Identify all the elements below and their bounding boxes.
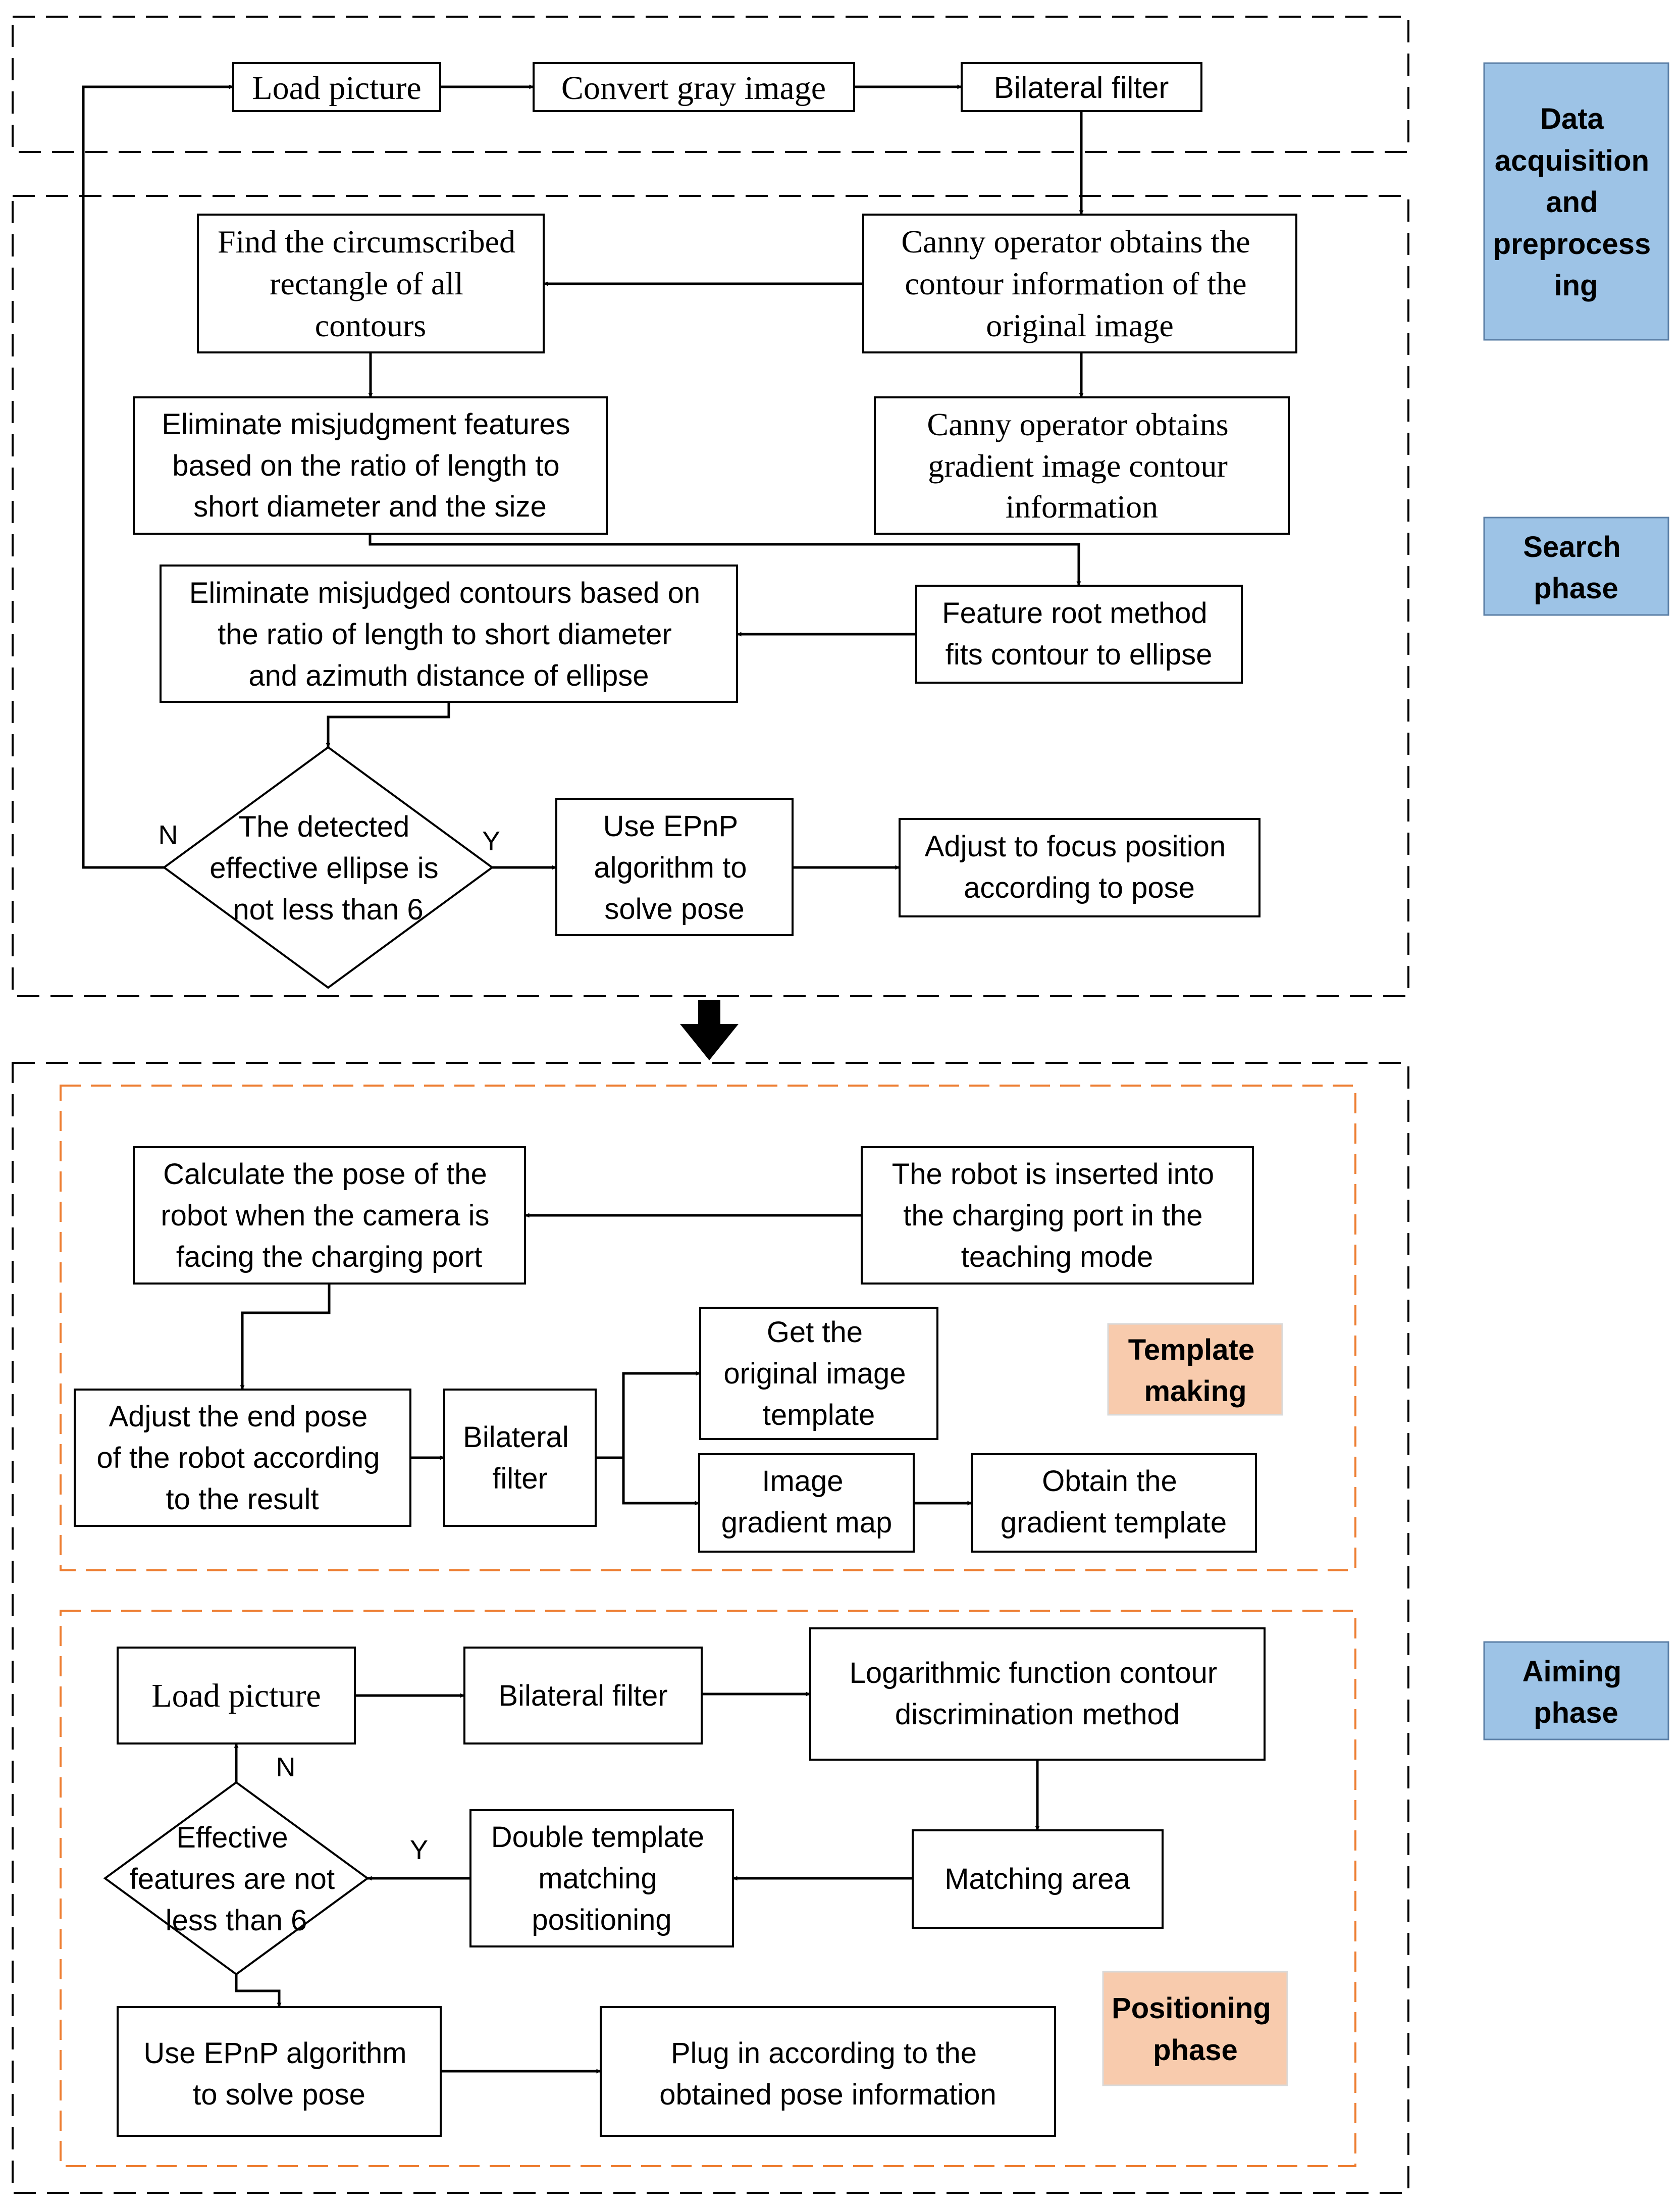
bilateral-filter-3-label: Bilateral filter: [498, 1679, 667, 1712]
edge-label-y2: Y: [410, 1835, 428, 1865]
canny-gradient-node: [874, 396, 1290, 535]
bilateral-filter-3-node: [463, 1647, 703, 1745]
bilateral-filter-2-node: [443, 1389, 597, 1527]
find-rect-label: Find the circumscribed rectangle of all …: [218, 224, 523, 343]
canny-contour-node: [862, 214, 1297, 353]
double-template-label: Double template matching positioning: [491, 1821, 713, 1936]
matching-area-label: Matching area: [944, 1863, 1130, 1895]
phase-label-data-acquisition: Data acquisition and preprocess ing: [1483, 62, 1669, 341]
plug-in-node: [600, 2006, 1056, 2137]
svg-text:Template making: Template making: [1128, 1333, 1263, 1408]
epnp-label: Use EPnP algorithm to solve pose: [594, 810, 755, 926]
svg-text:Positioning phase: Positioning phase: [1112, 1992, 1279, 2067]
epnp-node: [555, 798, 794, 936]
adjust-focus-node: [899, 818, 1261, 917]
feature-root-label: Feature root method fits contour to elli…: [942, 597, 1216, 671]
orig-template-label: Get the original image template: [723, 1316, 914, 1431]
decision-ellipse-label: The detected effective ellipse is not le…: [209, 810, 447, 926]
transition-arrow: [680, 1000, 739, 1060]
template-making-region: [60, 1085, 1356, 1571]
canny-contour-label: Canny operator obtains the contour infor…: [901, 224, 1258, 343]
canny-gradient-label: Canny operator obtains gradient image co…: [927, 406, 1236, 525]
phase-label-template-making: Template making: [1107, 1323, 1283, 1416]
svg-text:Search phase: Search phase: [1523, 531, 1629, 605]
epnp-2-label: Use EPnP algorithm to solve pose: [143, 2037, 414, 2111]
adjust-focus-label: Adjust to focus position according to po…: [925, 830, 1234, 904]
feature-root-node: [915, 585, 1243, 684]
arrow-filter-to-origtemplate: [596, 1371, 701, 1459]
gradient-map-label: Image gradient map: [721, 1465, 892, 1539]
epnp-2-node: [117, 2006, 442, 2137]
edge-label-n2: N: [276, 1752, 296, 1782]
adjust-end-label: Adjust the end pose of the robot accordi…: [96, 1400, 388, 1516]
edge-label-y1: Y: [482, 826, 500, 856]
calc-pose-node: [133, 1146, 526, 1285]
svg-text:Data acquisition a: Data acquisition and preprocess ing: [1493, 102, 1659, 302]
matching-area-node: [912, 1829, 1164, 1929]
decision-ellipse-node: [162, 746, 494, 989]
convert-gray-label: Convert gray image: [561, 70, 826, 107]
gradient-map-node: [698, 1453, 915, 1553]
plug-in-label: Plug in according to the obtained pose i…: [659, 2037, 996, 2111]
arrow-contours-to-decision: [326, 702, 450, 748]
arrow-calcpose-to-adjustend: [240, 1284, 331, 1390]
arrow-eliminate-to-featureroot: [369, 534, 1081, 586]
phase-label-aiming: Aiming phase: [1483, 1641, 1669, 1740]
bilateral-filter-node: [961, 62, 1202, 112]
eliminate-features-label: Eliminate misjudgment features based on …: [162, 408, 578, 523]
aiming-region: [12, 1062, 1409, 2194]
gradient-template-label: Obtain the gradient template: [1001, 1465, 1227, 1539]
adjust-end-node: [74, 1389, 411, 1527]
positioning-region: [60, 1610, 1356, 2167]
eliminate-contours-label: Eliminate misjudged contours based on th…: [189, 577, 709, 692]
robot-inserted-label: The robot is inserted into the charging …: [892, 1158, 1222, 1273]
load-picture-node: [232, 62, 441, 112]
edge-label-n1: N: [159, 820, 178, 850]
log-function-node: [809, 1627, 1266, 1761]
orig-template-node: [699, 1307, 938, 1440]
robot-inserted-node: [861, 1146, 1254, 1285]
bilateral-filter-2-label: Bilateral filter: [463, 1421, 577, 1495]
find-rect-node: [197, 214, 545, 353]
bilateral-filter-label: Bilateral filter: [994, 71, 1169, 105]
svg-text:Aiming phase: Aiming phase: [1522, 1655, 1630, 1729]
log-function-label: Logarithmic function contour discriminat…: [850, 1657, 1226, 1731]
arrow-filter-to-gradientmap: [622, 1458, 700, 1506]
convert-gray-node: [533, 62, 855, 112]
load-picture-label: Load picture: [252, 70, 421, 107]
eliminate-contours-node: [160, 565, 738, 703]
double-template-node: [469, 1809, 734, 1947]
load-picture-2-label: Load picture: [151, 1677, 321, 1714]
phase-label-positioning: Positioning phase: [1102, 1971, 1288, 2086]
arrow-decision-no-loop: [82, 84, 234, 869]
phase-label-search: Search phase: [1483, 517, 1669, 616]
decision-features-label: Effective features are not less than 6: [130, 1821, 343, 1937]
calc-pose-label: Calculate the pose of the robot when the…: [161, 1158, 497, 1273]
arrow-decision2-to-epnp: [235, 1974, 282, 2008]
eliminate-features-node: [133, 396, 608, 535]
